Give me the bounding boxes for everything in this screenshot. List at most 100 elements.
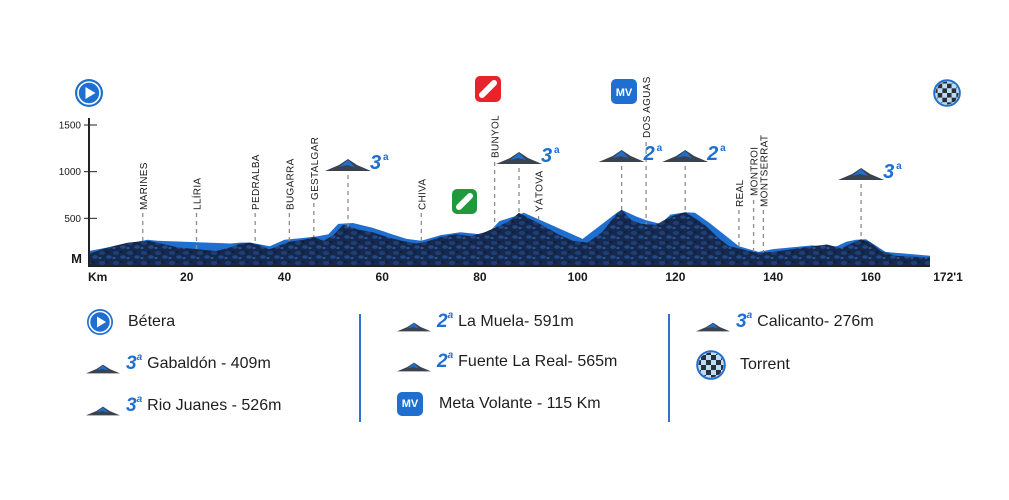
- climb-category-label: 2: [706, 143, 718, 165]
- legend-divider: [359, 314, 361, 422]
- climb-icon: [86, 352, 120, 376]
- x-end-label: 172'1: [933, 270, 963, 284]
- climb-icon: [496, 152, 543, 164]
- x-tick-label: 60: [376, 270, 390, 284]
- elevation-area: [89, 209, 930, 265]
- x-tick-label: 20: [180, 270, 194, 284]
- town-markers: MARINES LLÍRIA PEDRALBA BUGARRA GESTALGAR CHI…: [139, 76, 770, 253]
- legend-start-label: Bétera: [128, 313, 176, 330]
- legend-divider: [668, 314, 670, 422]
- legend-sprint-label: Meta Volante - 115 Km: [439, 395, 601, 412]
- climb-icon: [696, 310, 730, 334]
- climb-category-sup: a: [554, 145, 560, 156]
- town-label: PEDRALBA: [251, 154, 262, 210]
- y-tick-label: 1500: [59, 121, 82, 132]
- climb-icon: [86, 394, 120, 418]
- climb-category-sup: a: [383, 152, 389, 163]
- x-tick-label: 100: [568, 270, 588, 284]
- legend-climb-label: Fuente La Real- 565m: [458, 353, 618, 370]
- town-marker: LLÍRIA: [191, 178, 204, 250]
- x-tick-label: 120: [665, 270, 685, 284]
- town-marker: MONTROI: [750, 147, 761, 252]
- climb-icon: [397, 350, 431, 374]
- legend-sprint: MV Meta Volante - 115 Km: [397, 392, 601, 416]
- climb-category: 2a: [437, 310, 454, 332]
- legend-finish-label: Torrent: [740, 356, 790, 373]
- y-tick-label: 1000: [59, 167, 82, 178]
- special-markers: MV: [75, 76, 961, 214]
- climb-category: 3a: [736, 310, 753, 332]
- town-label: YÁTOVA: [533, 171, 546, 212]
- legend-start: Bétera: [86, 308, 175, 336]
- town-marker: YÁTOVA: [533, 171, 546, 224]
- legend-finish: Torrent: [696, 350, 790, 380]
- x-axis-label: Km: [88, 270, 107, 284]
- climb-icon: [598, 150, 645, 162]
- legend-climb-label: Gabaldón - 409m: [147, 355, 271, 372]
- start-icon: [75, 79, 103, 107]
- climb-category: 3a: [126, 394, 143, 416]
- town-marker: BUGARRA: [285, 158, 296, 242]
- town-label: MARINES: [139, 162, 150, 210]
- legend: Bétera 3a Gabaldón - 409m 3a Rio Juanes …: [0, 300, 1009, 440]
- climb-category-label: 3: [883, 161, 894, 183]
- town-label: BUNYOL: [491, 115, 502, 158]
- climb-category-sup: a: [720, 143, 726, 154]
- climb-category: 3a: [126, 352, 143, 374]
- town-label: GESTALGAR: [310, 137, 321, 200]
- town-label: LLÍRIA: [191, 178, 204, 210]
- start-icon: [86, 308, 114, 336]
- y-tick-label: 500: [64, 214, 81, 225]
- town-marker: MARINES: [139, 162, 150, 242]
- legend-climb: 3a Gabaldón - 409m: [86, 352, 271, 376]
- town-label: DOS AGUAS: [642, 76, 653, 138]
- finish-icon: [933, 79, 961, 107]
- climb-category: 2a: [437, 350, 454, 372]
- climb-category-label: 3: [370, 152, 381, 174]
- town-marker: REAL: [735, 180, 746, 249]
- climb-icon: [397, 310, 431, 334]
- town-label: CHIVA: [417, 179, 428, 210]
- legend-climb-label: Calicanto- 276m: [757, 313, 874, 330]
- town-marker: DOS AGUAS: [642, 76, 653, 225]
- x-tick-label: 140: [763, 270, 783, 284]
- climb-icon: [838, 168, 885, 180]
- climb-category-label: 2: [643, 143, 655, 165]
- town-marker: MONTSERRAT: [759, 135, 770, 253]
- x-tick-label: 80: [473, 270, 487, 284]
- town-marker: BUNYOL: [491, 115, 502, 228]
- x-tick-label: 40: [278, 270, 292, 284]
- town-label: BUGARRA: [285, 158, 296, 210]
- legend-climb: 2a Fuente La Real- 565m: [397, 350, 617, 374]
- legend-climb: 2a La Muela- 591m: [397, 310, 574, 334]
- feed-zone-icon: [452, 189, 477, 214]
- legend-climb-label: Rio Juanes - 526m: [147, 397, 282, 414]
- legend-climb: 3a Rio Juanes - 526m: [86, 394, 281, 418]
- town-marker: CHIVA: [417, 179, 428, 243]
- town-label: MONTROI: [750, 147, 761, 196]
- climb-category-label: 3: [541, 145, 552, 167]
- climb-category-sup: a: [896, 161, 902, 172]
- intermediate-sprint-icon: MV: [611, 79, 637, 104]
- climb-category-sup: a: [657, 143, 663, 154]
- sprint-icon: MV: [397, 392, 423, 416]
- legend-climb-label: La Muela- 591m: [458, 313, 574, 330]
- sprint-label: MV: [616, 87, 633, 99]
- town-marker: PEDRALBA: [251, 154, 262, 244]
- town-label: REAL: [735, 180, 746, 207]
- town-marker: GESTALGAR: [310, 137, 321, 237]
- y-axis-label: M: [71, 251, 82, 266]
- finish-icon: [696, 350, 726, 380]
- elevation-profile: [89, 209, 930, 265]
- town-label: MONTSERRAT: [759, 135, 770, 207]
- climb-icon: [324, 159, 371, 171]
- feed-zone-icon: [475, 76, 501, 102]
- x-tick-label: 160: [861, 270, 881, 284]
